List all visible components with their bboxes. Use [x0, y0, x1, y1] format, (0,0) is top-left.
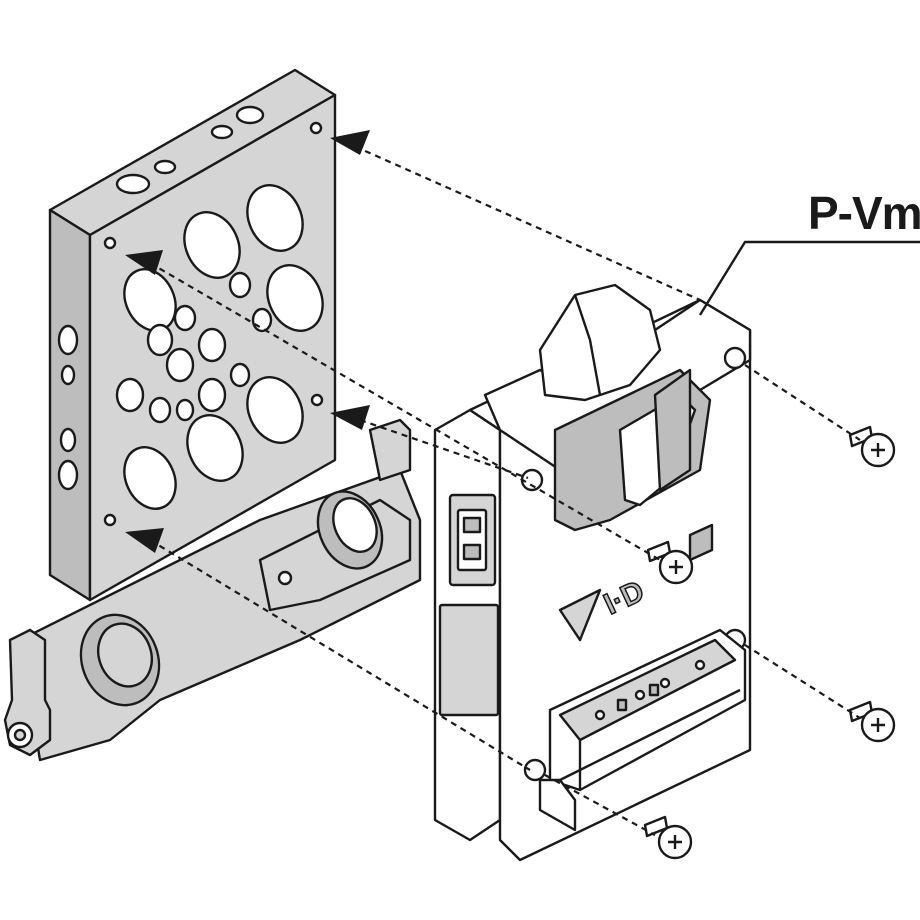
- screw-bottom: [643, 815, 693, 860]
- rod-clamp: [18, 418, 422, 762]
- arrow-top-right: [330, 130, 370, 155]
- arrow-bottom-left: [125, 528, 164, 553]
- clamp-knob: [3, 628, 52, 757]
- screw-top: [848, 425, 896, 468]
- alignment-lines: [149, 140, 861, 836]
- arrowheads: [125, 130, 370, 553]
- callout-label: P-Vm: [808, 187, 920, 239]
- callout-leader-line: [698, 240, 920, 316]
- arrow-mid-right: [330, 405, 370, 430]
- screw-middle: [646, 540, 694, 585]
- screw-right: [848, 700, 896, 743]
- mounting-plate: [48, 68, 337, 602]
- battery-plate: I·D: [433, 283, 752, 862]
- arrow-top-left: [125, 250, 163, 275]
